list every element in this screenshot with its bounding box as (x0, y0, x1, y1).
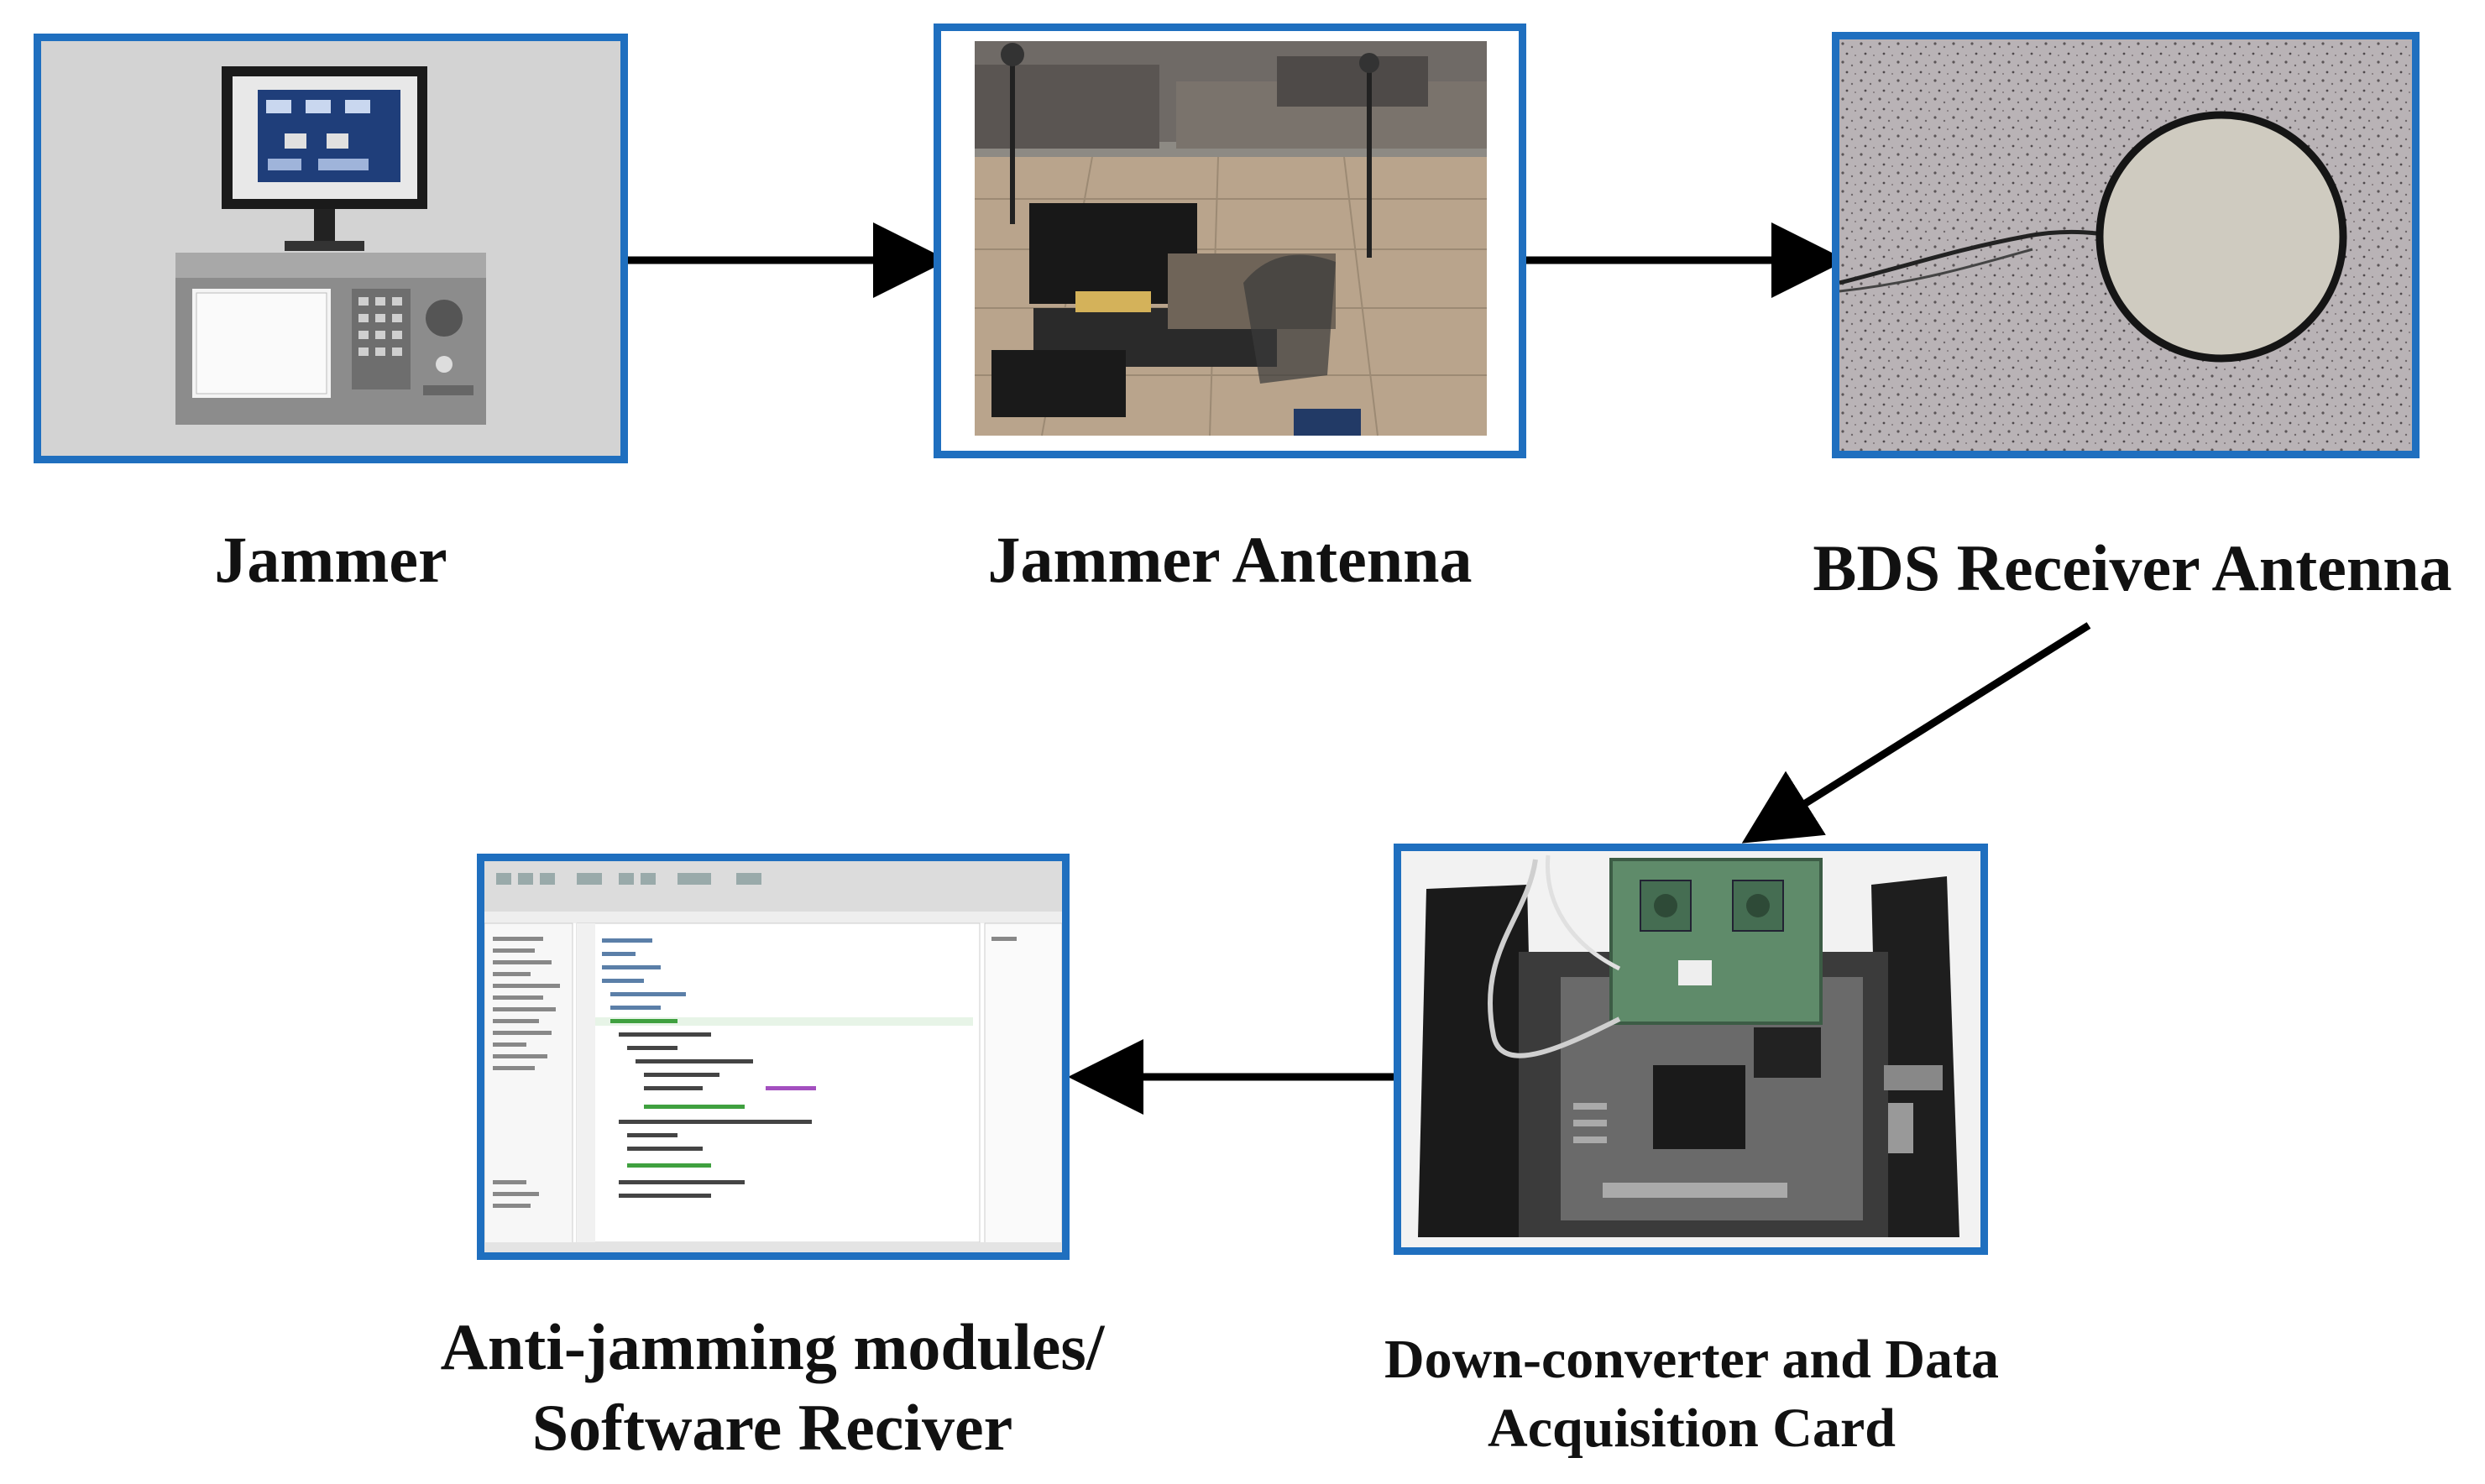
rooftop-antenna-picture (941, 31, 1519, 451)
arrow-bds-antenna-to-down-converter (1741, 622, 2091, 844)
bds-receiver-antenna-node (1832, 32, 2420, 458)
circuit-board-picture (1401, 851, 1980, 1247)
code-editor-picture (484, 861, 1062, 1252)
bds-receiver-antenna-caption: BDS Receiver Antenna (1813, 531, 2452, 604)
jammer-node (34, 34, 628, 463)
down-converter-node (1394, 844, 1988, 1255)
down-converter-caption-line2: Acquisition Card (1488, 1398, 1896, 1459)
down-converter-caption-line1: Down-converter and Data (1384, 1329, 2000, 1390)
jammer-antenna-node (934, 24, 1526, 458)
jammer-antenna-caption: Jammer Antenna (987, 523, 1473, 596)
software-receiver-caption-line1: Anti-jamming modules/ (440, 1310, 1105, 1383)
software-receiver-caption-line2: Software Reciver (531, 1391, 1013, 1464)
jammer-caption: Jammer (214, 523, 447, 596)
signal-generator-picture (41, 41, 620, 456)
software-receiver-node (477, 854, 1070, 1260)
patch-antenna-picture (1839, 39, 2412, 451)
